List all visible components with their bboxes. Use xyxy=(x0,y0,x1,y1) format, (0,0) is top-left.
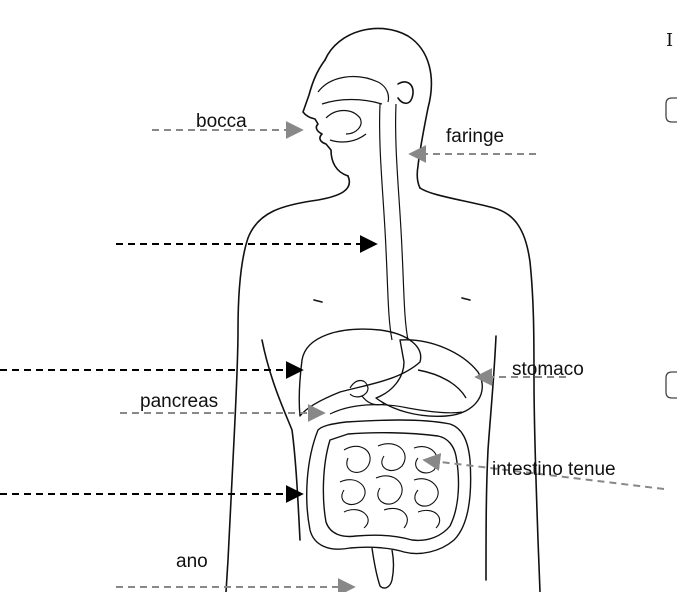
rectum xyxy=(372,548,394,588)
label-bocca: bocca xyxy=(196,112,247,131)
tongue xyxy=(326,111,361,135)
left-nipple xyxy=(314,300,322,302)
right-shoulder-outline xyxy=(420,188,540,592)
esophagus-left xyxy=(380,104,392,340)
corner-text: I xyxy=(666,32,673,50)
upper-tract xyxy=(318,77,408,340)
label-faringe: faringe xyxy=(446,127,504,146)
label-ano: ano xyxy=(176,552,208,571)
head-back-outline xyxy=(325,28,431,188)
torso-outline xyxy=(226,28,540,592)
bile-duct xyxy=(362,396,384,405)
bracket-bottom xyxy=(666,372,677,398)
ear-outline xyxy=(398,82,413,103)
label-intestino-tenue: intestino tenue xyxy=(492,460,616,479)
small-intestine xyxy=(340,444,440,528)
margin-brackets xyxy=(666,98,677,398)
label-pancreas: pancreas xyxy=(140,392,218,411)
right-nipple xyxy=(462,298,470,300)
stomach-liver xyxy=(299,329,482,416)
stomach-fold xyxy=(418,370,466,398)
esophagus-right xyxy=(396,104,408,340)
label-stomaco: stomaco xyxy=(512,360,584,379)
blank-arrows xyxy=(0,244,376,494)
right-armpit-outline xyxy=(486,336,496,580)
mouth-cavity xyxy=(330,134,366,142)
bracket-top xyxy=(666,98,677,122)
palate xyxy=(322,100,382,105)
nasal-cavity xyxy=(318,77,389,102)
